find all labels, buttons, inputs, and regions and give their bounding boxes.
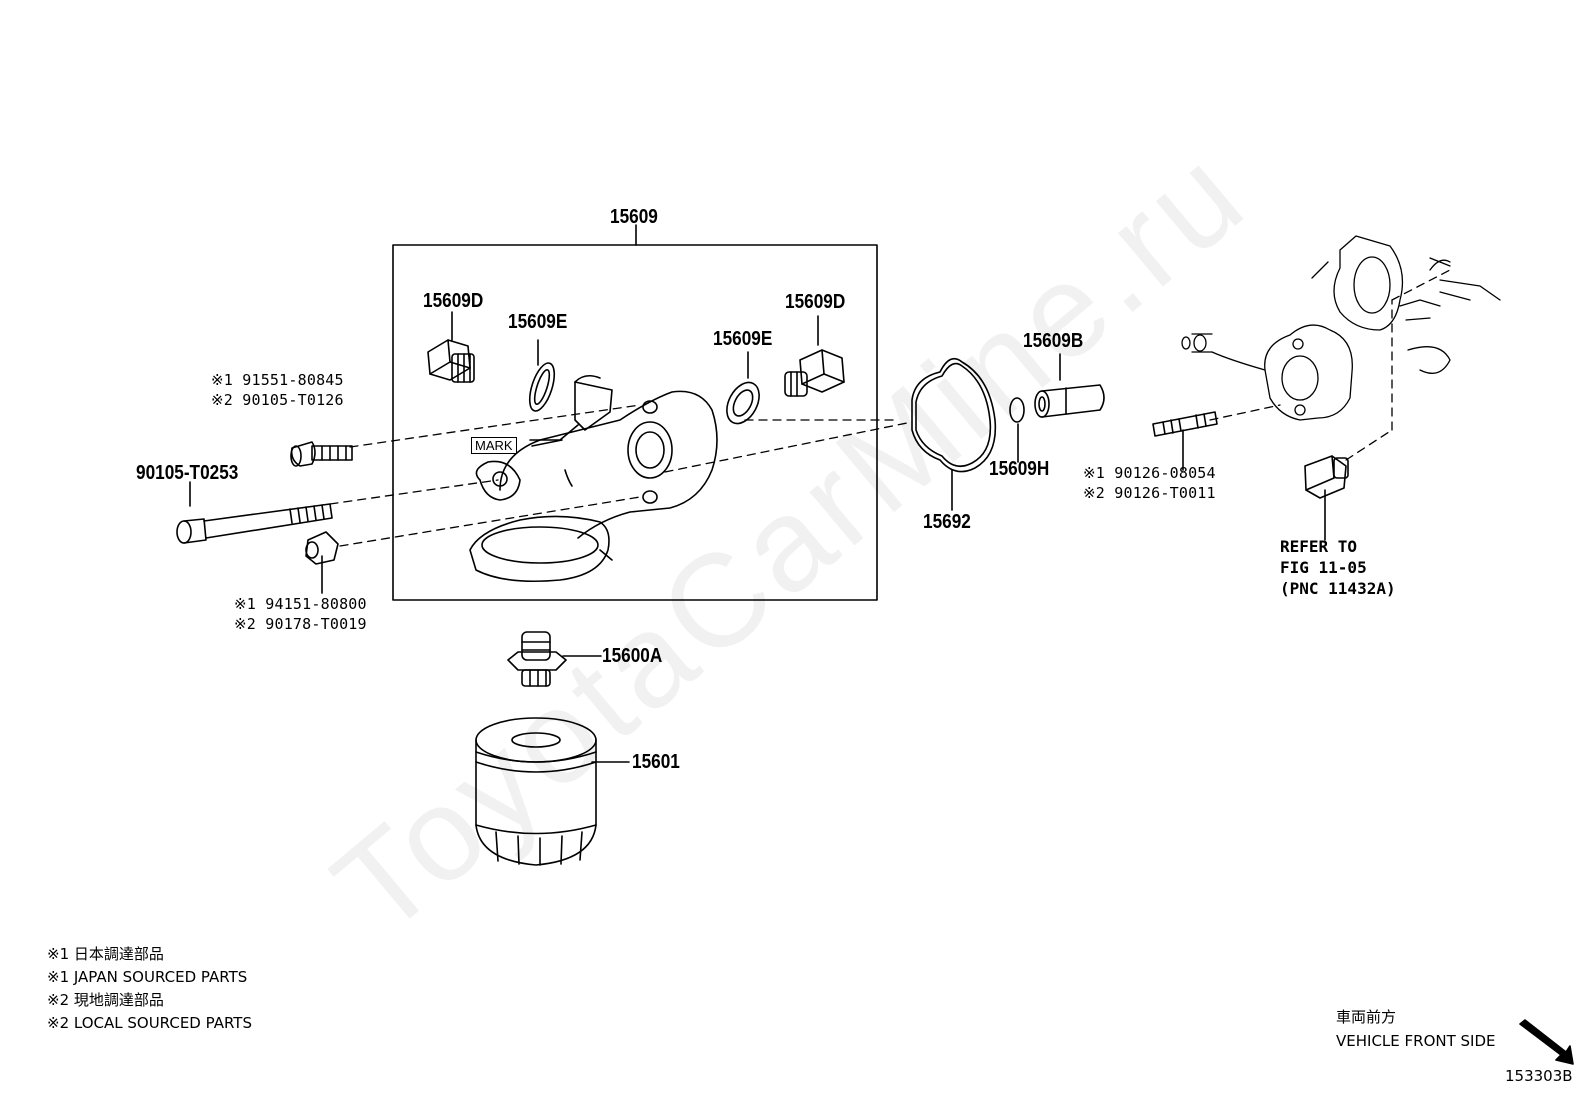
label-15609d-left: 15609D [423,290,484,312]
note-3: ※2 現地調達部品 [47,991,164,1009]
label-15692: 15692 [923,511,971,533]
direction-en: VEHICLE FRONT SIDE [1336,1032,1496,1050]
plug-15609d-right [784,349,845,397]
alt-stud-1: ※1 90126-08054 [1083,464,1216,482]
label-15609d-right: 15609D [785,291,846,313]
note-1: ※1 日本調達部品 [47,945,164,963]
oil-filter-bracket [469,374,718,583]
gasket-15692 [911,357,997,473]
washer-15609e-left [528,362,556,412]
washer-15609e-right [726,381,760,425]
plug-15609d-left [427,339,475,383]
bolt-long [176,503,333,544]
engine-block-outline [1181,235,1501,421]
label-15609e-right: 15609E [713,328,773,350]
union-15600a [507,631,567,687]
label-15609h: 15609H [989,458,1050,480]
alt-bolt-upper-1: ※1 91551-80845 [211,371,344,389]
alt-collar-1: ※1 94151-80800 [234,595,367,613]
alt-collar-2: ※2 90178-T0019 [234,615,367,633]
mark-label: MARK [471,437,517,454]
oil-filter-15601 [475,717,597,866]
label-15609e-left: 15609E [508,311,568,333]
refer-line-1: REFER TO [1280,537,1358,556]
figure-code: 153303B [1505,1067,1573,1085]
direction-jp: 車両前方 [1336,1008,1397,1026]
label-15609b: 15609B [1023,330,1084,352]
stud-bolt [1152,411,1218,437]
pipe-15609b [1034,384,1105,418]
oring-15609h [1009,397,1025,423]
refer-line-3: (PNC 11432A) [1280,579,1396,598]
drain-plug-refer [1304,455,1349,499]
bolt-upper [290,441,353,467]
label-15609: 15609 [610,206,658,228]
label-15600a: 15600A [602,645,663,667]
label-15601: 15601 [632,751,680,773]
alt-bolt-upper-2: ※2 90105-T0126 [211,391,344,409]
assembly-frame [392,244,878,601]
alt-stud-2: ※2 90126-T0011 [1083,484,1216,502]
label-90105-t0253: 90105-T0253 [136,462,239,484]
note-4: ※2 LOCAL SOURCED PARTS [47,1014,252,1032]
refer-line-2: FIG 11-05 [1280,558,1367,577]
note-2: ※1 JAPAN SOURCED PARTS [47,968,248,986]
vehicle-front-arrow [1519,1019,1574,1065]
collar-lower [305,531,339,565]
